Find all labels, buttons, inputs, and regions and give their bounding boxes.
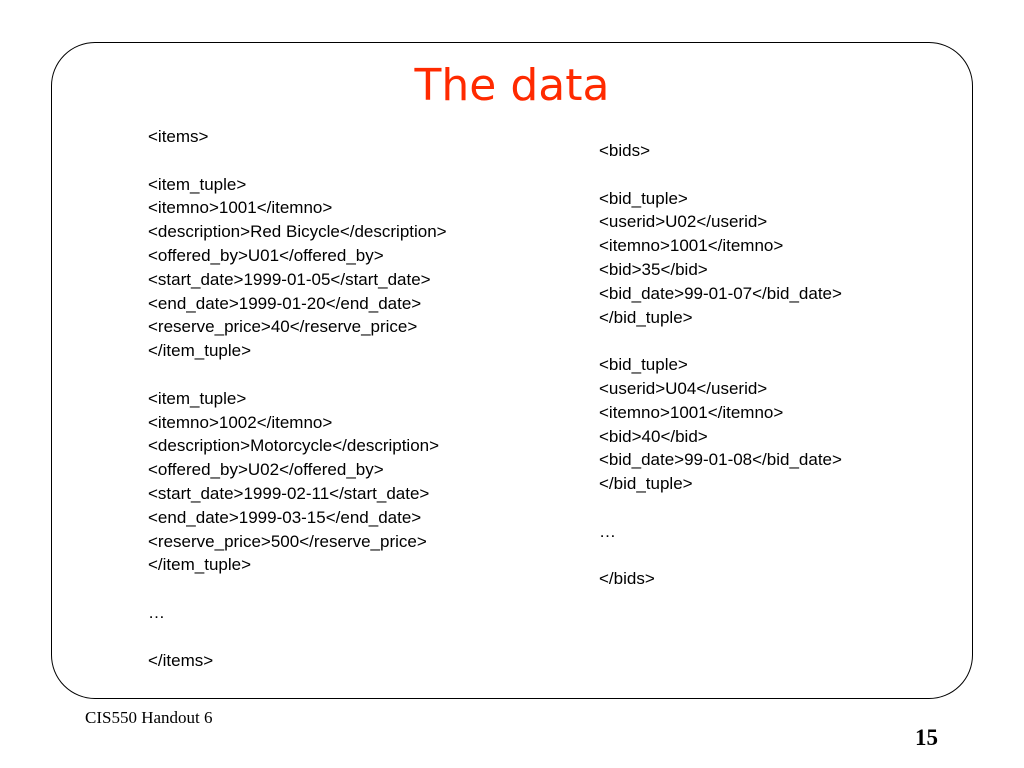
xml-line: </items>: [148, 650, 214, 670]
xml-line: <bids>: [599, 141, 651, 160]
xml-line: </item_tuple>: [148, 341, 252, 361]
xml-line: <start_date>1999-01-05</start_date>: [148, 269, 431, 289]
xml-line: [148, 625, 447, 649]
xml-line: …: [599, 521, 616, 541]
xml-line: </bid_tuple>: [599, 307, 693, 327]
items-xml-column: <items> <item_tuple> <itemno>1001</itemno>…: [148, 125, 447, 672]
xml-line: <end_date>1999-03-15</end_date>: [148, 507, 422, 527]
xml-line: <bid_tuple>: [599, 188, 688, 208]
xml-line: [148, 577, 447, 601]
xml-line: <offered_by>U01</offered_by>: [148, 245, 384, 265]
xml-line: <bid>35</bid>: [599, 259, 708, 279]
xml-line: [599, 329, 842, 353]
xml-line: <offered_by>U02</offered_by>: [148, 460, 384, 480]
xml-line: <bid>40</bid>: [599, 426, 708, 446]
xml-line: <items>: [148, 127, 209, 146]
xml-line: <description>Red Bicycle</description>: [148, 222, 447, 242]
xml-line: <bid_tuple>: [599, 355, 688, 375]
xml-line: <bid_date>99-01-08</bid_date>: [599, 450, 842, 470]
xml-line: <bid_date>99-01-07</bid_date>: [599, 283, 842, 303]
xml-line: <itemno>1002</itemno>: [148, 412, 333, 432]
xml-line: <userid>U02</userid>: [599, 212, 768, 232]
xml-line: [599, 496, 842, 520]
xml-line: </item_tuple>: [148, 555, 252, 575]
xml-line: <itemno>1001</itemno>: [599, 402, 784, 422]
xml-line: [599, 163, 842, 187]
slide-frame: [51, 42, 973, 699]
xml-line: <itemno>1001</itemno>: [599, 236, 784, 256]
xml-line: <itemno>1001</itemno>: [148, 198, 333, 218]
xml-line: <reserve_price>40</reserve_price>: [148, 317, 418, 337]
slide-title: The data: [414, 60, 610, 111]
xml-line: …: [148, 602, 165, 622]
xml-line: <end_date>1999-01-20</end_date>: [148, 293, 422, 313]
bids-xml-column: <bids> <bid_tuple> <userid>U02</userid> <it…: [599, 139, 842, 591]
xml-line: </bids>: [599, 569, 655, 589]
xml-line: <userid>U04</userid>: [599, 378, 768, 398]
xml-line: <description>Motorcycle</description>: [148, 436, 440, 456]
xml-line: <reserve_price>500</reserve_price>: [148, 531, 427, 551]
xml-line: [599, 544, 842, 568]
page-number: 15: [915, 725, 938, 750]
xml-line: [148, 149, 447, 173]
footer-course-label: CIS550 Handout 6: [85, 708, 213, 727]
xml-line: <item_tuple>: [148, 174, 247, 194]
xml-line: </bid_tuple>: [599, 474, 693, 494]
xml-line: [148, 363, 447, 387]
xml-line: <item_tuple>: [148, 388, 247, 408]
xml-line: <start_date>1999-02-11</start_date>: [148, 483, 430, 503]
